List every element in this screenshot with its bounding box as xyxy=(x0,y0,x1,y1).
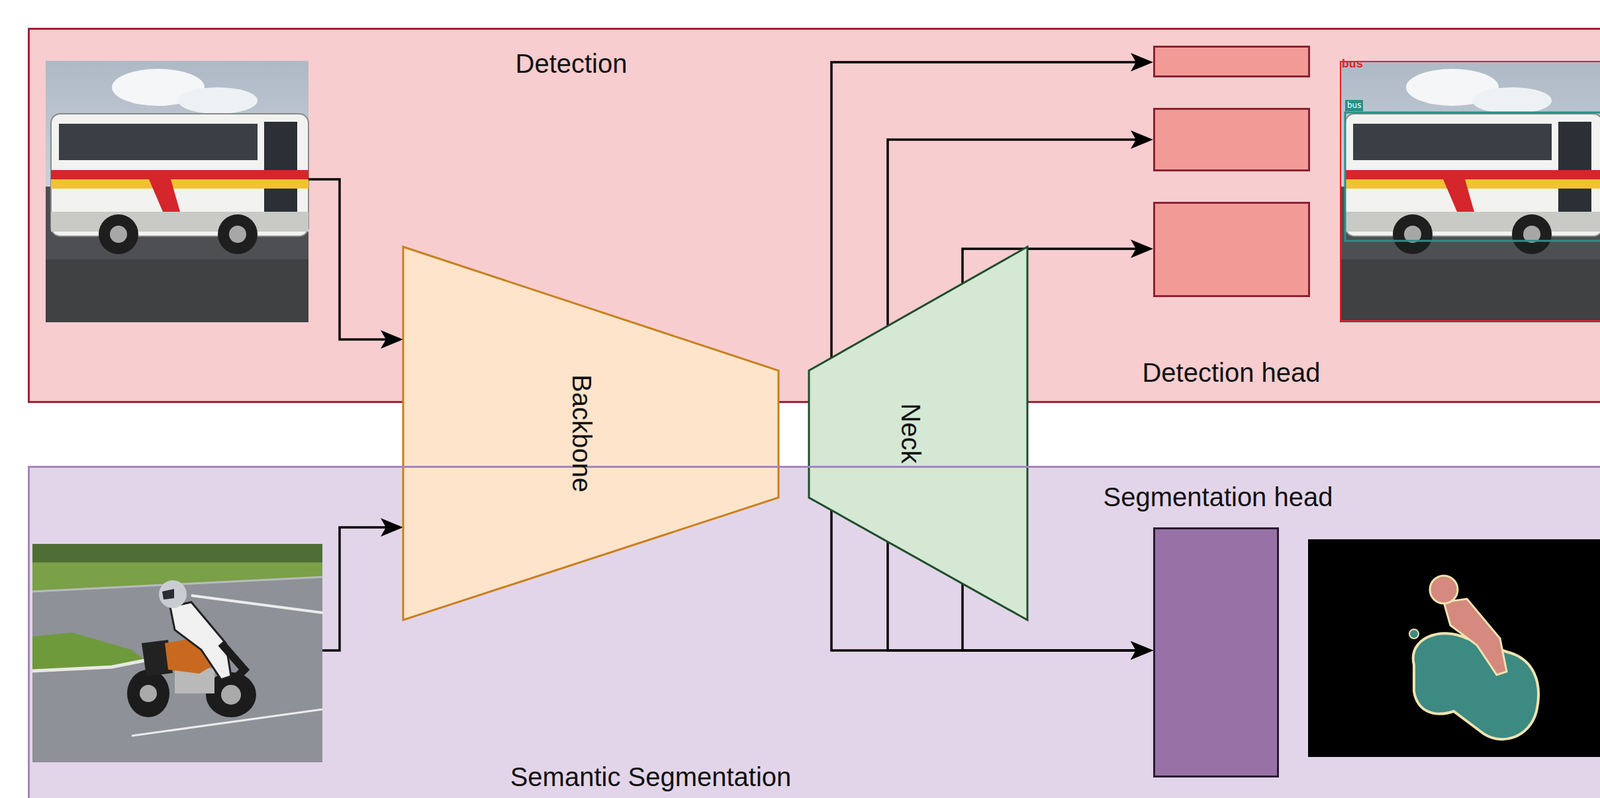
input-photo-motorcycle xyxy=(127,669,170,718)
segmentation-mask xyxy=(1308,539,1600,758)
input-photo-motorcycle xyxy=(191,595,323,613)
input-photo-bus xyxy=(45,60,309,323)
output-photo-bus xyxy=(1340,61,1600,322)
head-box: Segmentation head xyxy=(1153,527,1279,778)
neck-block-outline xyxy=(808,246,1028,621)
input-arrow xyxy=(308,179,404,651)
input-arrow xyxy=(380,330,404,349)
arrow-head xyxy=(1130,239,1154,259)
input-photo-motorcycle xyxy=(32,544,323,566)
output-photo-bus xyxy=(1345,112,1600,241)
block-label: Neck xyxy=(895,403,927,464)
band-fill xyxy=(27,27,1600,404)
head-box xyxy=(1153,201,1311,298)
arrow-head xyxy=(1130,641,1154,660)
segmentation-mask xyxy=(1429,575,1458,604)
class-label: bus xyxy=(1345,99,1364,112)
input-photo-motorcycle xyxy=(158,580,187,609)
segmentation-mask xyxy=(1413,633,1539,740)
input-arrow xyxy=(380,518,404,537)
head-box xyxy=(1153,45,1311,78)
input-photo-motorcycle xyxy=(221,643,245,680)
output-photo-bus xyxy=(1339,60,1600,323)
section-label: Semantic Segmentation xyxy=(510,761,792,793)
segmentation-mask xyxy=(1409,629,1419,639)
input-photo-motorcycle xyxy=(139,685,157,703)
class-label: bus xyxy=(1341,58,1364,72)
neck-block: Neck xyxy=(808,246,1028,621)
backbone-block-outline xyxy=(403,246,779,621)
input-photo-motorcycle xyxy=(32,660,145,672)
head-box xyxy=(1153,107,1311,172)
input-photo-motorcycle xyxy=(170,602,232,680)
output-photo-bus xyxy=(1339,60,1600,323)
input-photo-bus xyxy=(45,60,309,323)
task-band: Semantic Segmentation Segmentation head xyxy=(27,466,1600,798)
section-label: Segmentation head xyxy=(1103,481,1334,513)
task-band: DetectionDetection head xyxy=(27,27,1600,404)
block-label: Backbone xyxy=(566,374,598,493)
input-photo-motorcycle xyxy=(32,544,323,763)
head-group: Detection head xyxy=(1153,45,1311,298)
backbone-block: Backbone xyxy=(403,246,779,621)
arrow-head xyxy=(1130,52,1154,72)
section-label: Detection xyxy=(515,48,628,79)
section-label: Detection head xyxy=(1141,357,1320,388)
segmentation-mask xyxy=(1308,539,1600,758)
arrow-head xyxy=(1130,130,1154,149)
input-photo-motorcycle xyxy=(162,589,175,600)
input-arrow xyxy=(308,179,386,340)
input-photo-motorcycle xyxy=(221,685,241,706)
segmentation-mask xyxy=(1443,599,1507,676)
band-fill xyxy=(27,27,1600,798)
band-fill xyxy=(27,466,1600,798)
input-arrow xyxy=(322,527,386,651)
input-photo-motorcycle xyxy=(32,632,145,672)
input-photo-motorcycle xyxy=(32,544,323,763)
